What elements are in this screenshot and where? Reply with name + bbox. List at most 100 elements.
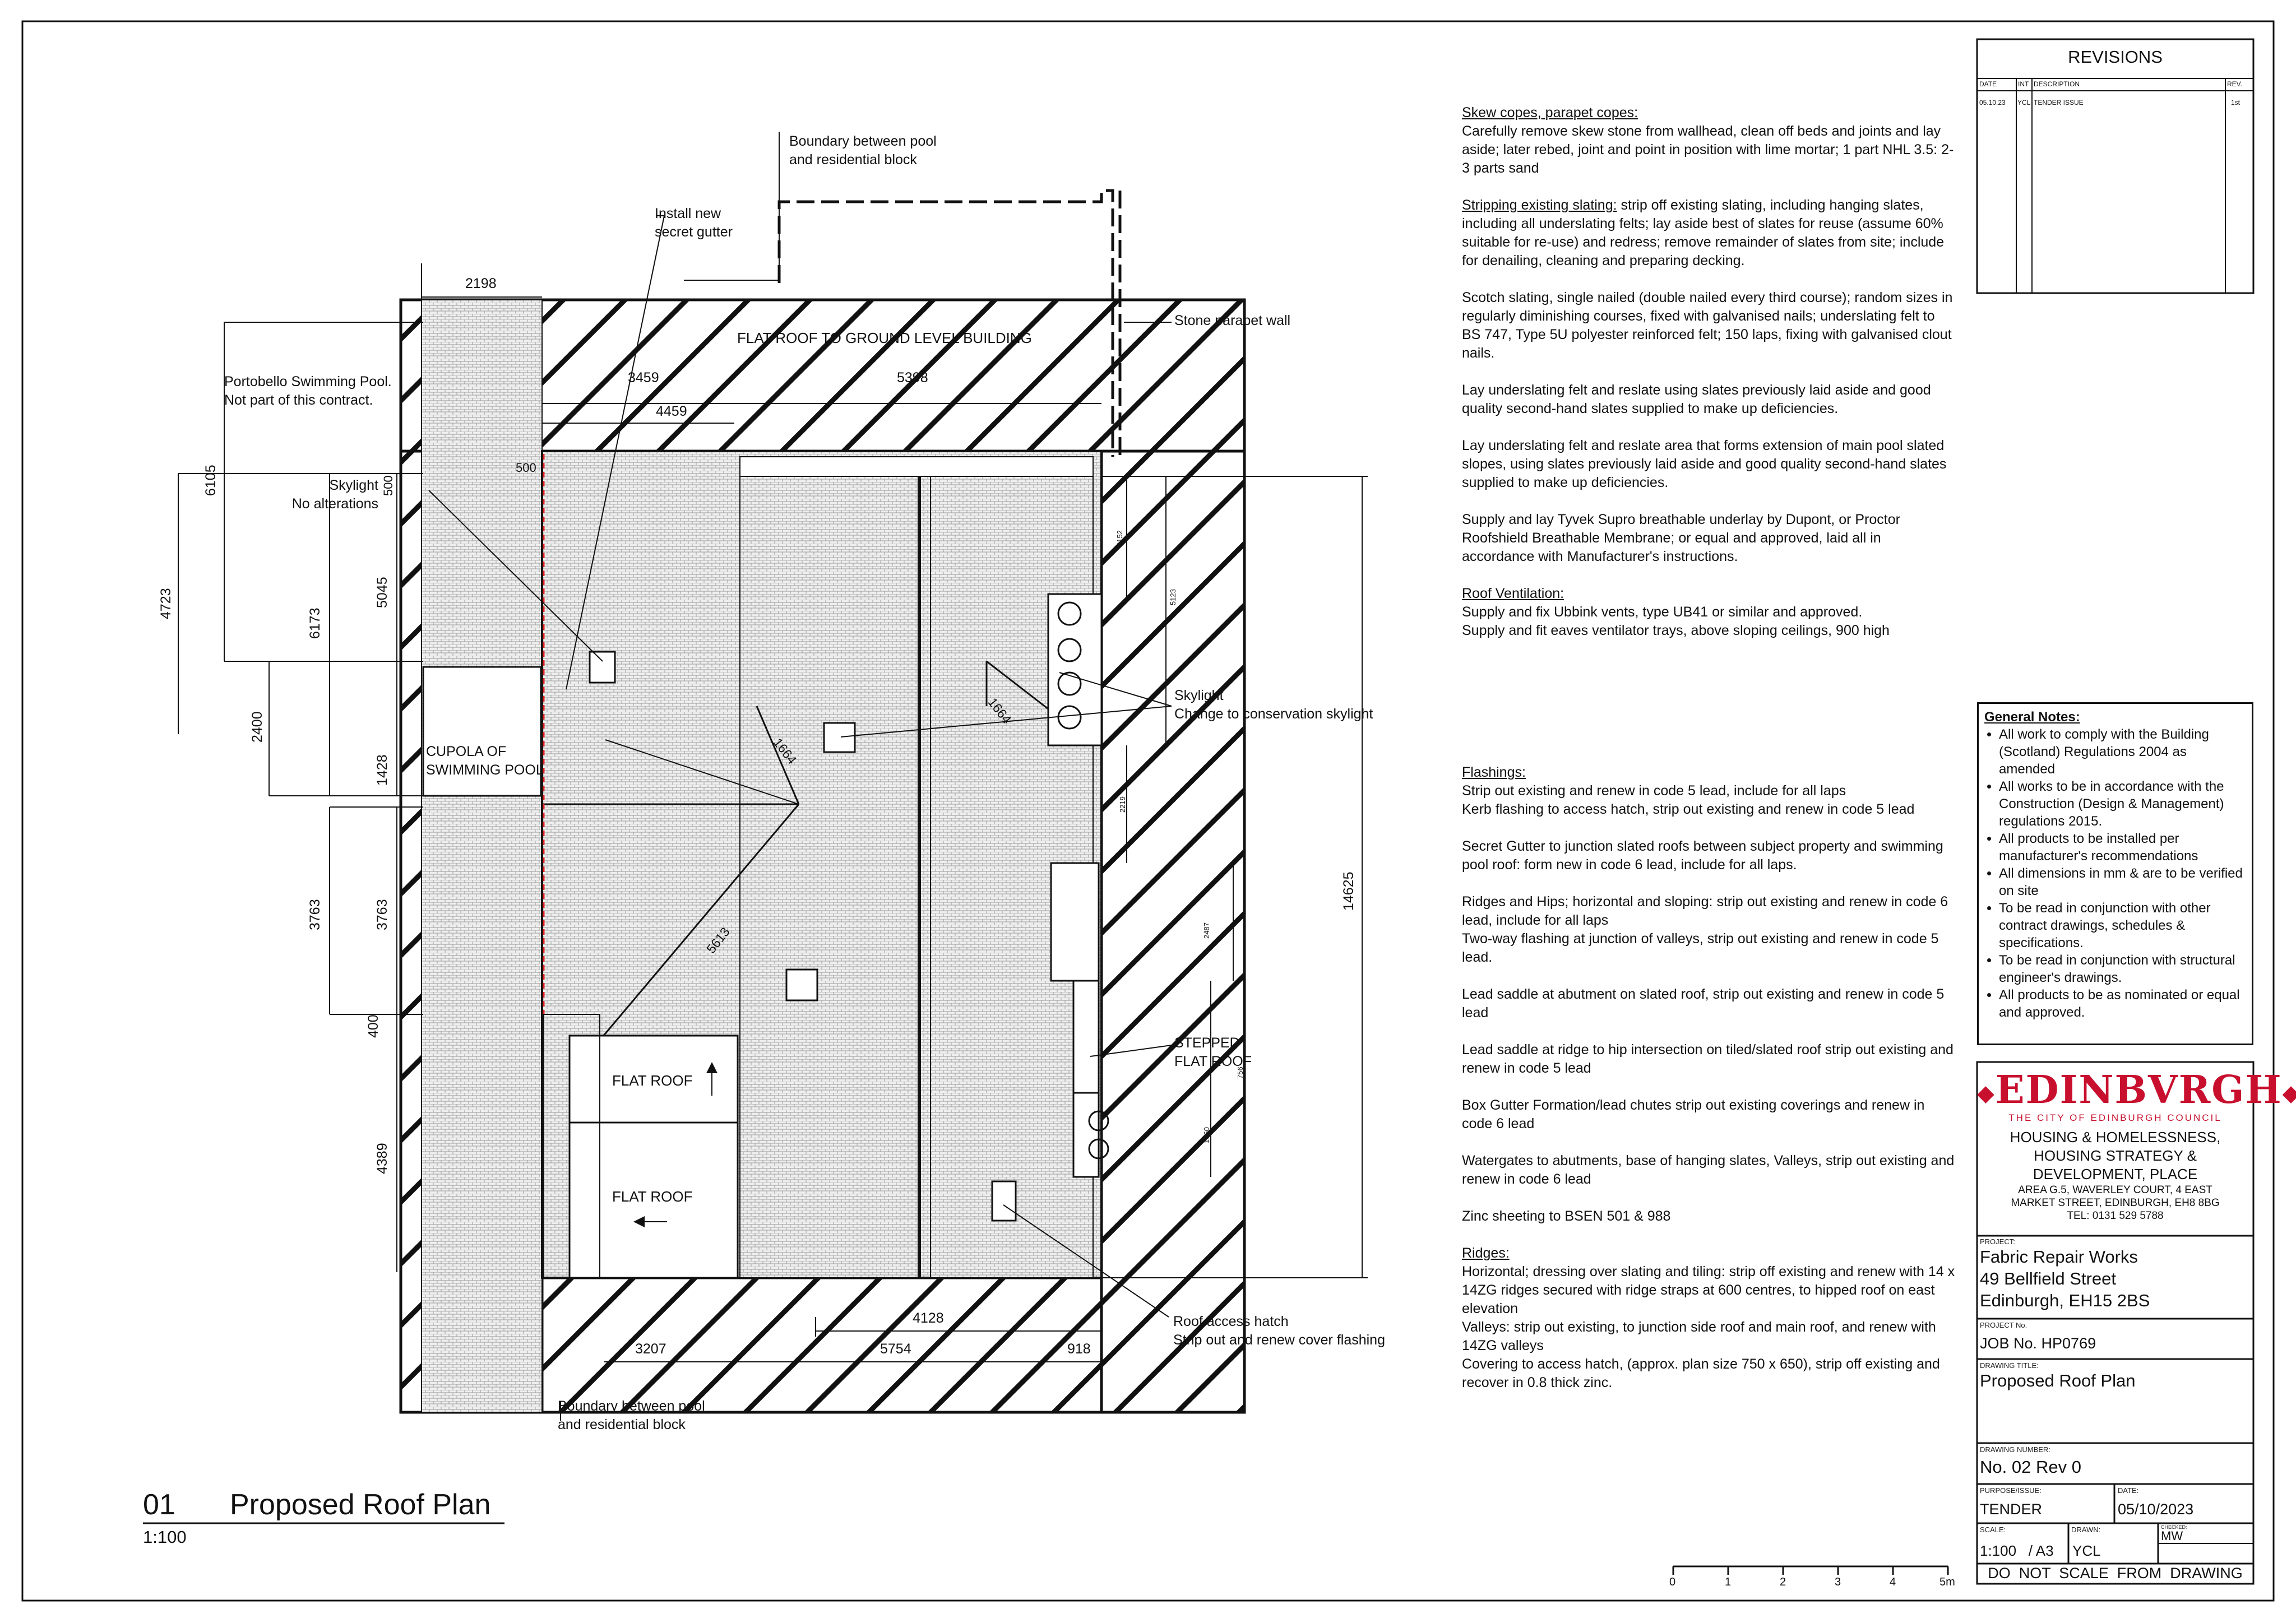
rev-row-rev: 1st [2231, 99, 2241, 106]
cupola [422, 666, 542, 797]
flat-roof-1 [568, 1035, 739, 1124]
dim-3459: 3459 [628, 370, 659, 386]
department: HOUSING & HOMELESSNESS,HOUSING STRATEGY … [2010, 1129, 2221, 1183]
general-note-item: All work to comply with the Building (Sc… [1999, 726, 2246, 778]
spec-note: Watergates to abutments, base of hanging… [1462, 1152, 1955, 1189]
scale-bar [1672, 1565, 1949, 1575]
drawing-title: Proposed Roof Plan [1980, 1371, 2136, 1390]
dim-2198: 2198 [465, 276, 497, 291]
stone-parapet-label: Stone parapet wall [1174, 313, 1291, 328]
spec-note: Ridges and Hips; horizontal and sloping:… [1462, 893, 1955, 967]
date-label: DATE: [2118, 1486, 2139, 1495]
flat-roof-ground-label: FLAT ROOF TO GROUND LEVEL BUILDING [737, 330, 1032, 346]
general-note-item: To be read in conjunction with other con… [1999, 899, 2246, 952]
scale-label: SCALE: [1980, 1525, 2006, 1534]
spec-note-text: Lay underslating felt and reslate area t… [1462, 438, 1947, 490]
spec-note-text: Supply and fit eaves ventilator trays, a… [1462, 623, 1890, 638]
spec-note: Roof Ventilation:Supply and fix Ubbink v… [1462, 585, 1955, 640]
do-not-scale-footer: DO NOT SCALE FROM DRAWING [1988, 1565, 2243, 1582]
date: 05/10/2023 [2118, 1501, 2194, 1518]
spec-note: Stripping existing slating: strip off ex… [1462, 196, 1955, 270]
spec-note-text: Covering to access hatch, (approx. plan … [1462, 1356, 1940, 1390]
flat-roof-2-label: FLAT ROOF [612, 1188, 693, 1205]
spec-note: Lay underslating felt and reslate area t… [1462, 437, 1955, 492]
view-scale: 1:100 [143, 1527, 187, 1547]
spec-note-text: Lay underslating felt and reslate using … [1462, 382, 1931, 416]
scale-label-2: 2 [1780, 1576, 1786, 1588]
dim-6105: 6105 [203, 465, 219, 496]
scale-label-5m: 5m [1939, 1576, 1955, 1588]
rev-head-rev: REV. [2227, 80, 2242, 88]
spec-note: Flashings:Strip out existing and renew i… [1462, 763, 1955, 819]
dim-756: 756 [1236, 1066, 1244, 1079]
spec-note-text: Secret Gutter to junction slated roofs b… [1462, 838, 1943, 873]
rev-head-desc: DESCRIPTION [2034, 80, 2080, 88]
dim-4723: 4723 [158, 588, 174, 619]
project-label: PROJECT: [1980, 1237, 2015, 1246]
spec-note-text: Zinc sheeting to BSEN 501 & 988 [1462, 1208, 1671, 1224]
spec-notes-lower: Flashings:Strip out existing and renew i… [1462, 763, 1955, 1411]
rev-head-date: DATE [1979, 80, 1997, 88]
spec-note: Skew copes, parapet copes:Carefully remo… [1462, 104, 1955, 178]
dim-500: 500 [516, 461, 536, 475]
project-no-label: PROJECT No. [1980, 1321, 2027, 1329]
general-notes: General Notes: All work to comply with t… [1977, 702, 2253, 1045]
dim-2400: 2400 [249, 711, 265, 743]
spec-note-text: Box Gutter Formation/lead chutes strip o… [1462, 1097, 1925, 1132]
spec-note-text: Horizontal; dressing over slating and ti… [1462, 1264, 1955, 1316]
spec-note-heading: Roof Ventilation: [1462, 586, 1564, 601]
general-note-item: All products to be installed per manufac… [1999, 830, 2246, 865]
dim-2219: 2219 [1118, 796, 1127, 813]
drawn-label: DRAWN: [2071, 1525, 2101, 1534]
drawn: YCL [2072, 1542, 2101, 1559]
dim-14625: 14625 [1341, 871, 1357, 911]
general-note-item: To be read in conjunction with structura… [1999, 952, 2246, 986]
dim-400: 400 [365, 1014, 381, 1038]
spec-notes-upper: Skew copes, parapet copes:Carefully remo… [1462, 104, 1955, 659]
dim-3763b: 3763 [374, 899, 390, 930]
rev-row-desc: TENDER ISSUE [2034, 99, 2084, 106]
purpose-label: PURPOSE/ISSUE: [1980, 1486, 2042, 1495]
spec-note-text: Lead saddle at abutment on slated roof, … [1462, 986, 1945, 1021]
spec-note: Scotch slating, single nailed (double na… [1462, 289, 1955, 363]
spec-note: Zinc sheeting to BSEN 501 & 988 [1462, 1207, 1955, 1226]
dim-1428: 1428 [374, 754, 390, 786]
revisions-table [1976, 38, 2255, 294]
dim-2487: 2487 [1202, 922, 1211, 939]
view-number: 01 [143, 1488, 175, 1521]
scale-label-0: 0 [1669, 1576, 1676, 1588]
skylight-right [823, 722, 856, 753]
rev-row-int: YCL [2017, 99, 2031, 106]
portobello-label: Portobello Swimming Pool.Not part of thi… [224, 374, 392, 408]
scale-label-1: 1 [1725, 1576, 1732, 1588]
spec-note-heading: Stripping existing slating: [1462, 197, 1617, 213]
right-wall [1100, 449, 1246, 1414]
general-note-item: All products to be as nominated or equal… [1999, 986, 2246, 1021]
scale-label-4: 4 [1890, 1576, 1896, 1588]
spec-note: Lay underslating felt and reslate using … [1462, 381, 1955, 418]
view-title: Proposed Roof Plan [230, 1488, 491, 1521]
spec-note-text: Strip out existing and renew in code 5 l… [1462, 783, 1846, 799]
general-note-item: All works to be in accordance with the C… [1999, 778, 2246, 830]
general-note-item: All dimensions in mm & are to be verifie… [1999, 865, 2246, 899]
title-block-frame [1976, 1061, 2255, 1585]
spec-note-heading: Skew copes, parapet copes: [1462, 105, 1638, 120]
dim-5398: 5398 [897, 370, 928, 386]
skylight-left [589, 651, 616, 684]
council-logo: ◆EDINBVRGH◆ THE CITY OF EDINBURGH COUNCI… [1977, 1068, 2296, 1222]
dim-918: 918 [1067, 1341, 1091, 1357]
spec-note-text: Watergates to abutments, base of hanging… [1462, 1153, 1955, 1187]
spec-note: Supply and lay Tyvek Supro breathable un… [1462, 511, 1955, 566]
spec-note: Box Gutter Formation/lead chutes strip o… [1462, 1096, 1955, 1133]
dim-1660: 1660 [1202, 1127, 1211, 1143]
revisions-title: REVISIONS [2068, 47, 2163, 67]
bottom-wall [540, 1276, 1103, 1414]
